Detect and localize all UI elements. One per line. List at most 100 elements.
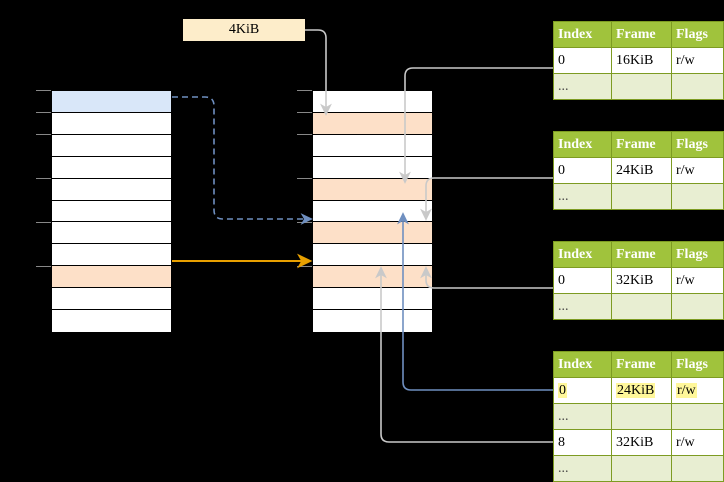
frame-table-header-frame: Frame xyxy=(611,241,672,268)
tick-mark xyxy=(297,90,312,91)
page-directory-entry-row[interactable] xyxy=(52,178,171,201)
frame-table-cell: 16KiB xyxy=(611,47,672,74)
frame-table-cell: ... xyxy=(553,73,612,100)
tick-mark xyxy=(36,134,51,135)
frame-table-cell xyxy=(671,403,724,430)
frame-table-header-index: Index xyxy=(553,241,612,268)
frame-table-header-flags: Flags xyxy=(671,21,724,48)
page-directory-entry-row[interactable] xyxy=(52,244,171,267)
frame-table-cell xyxy=(611,73,672,100)
frame-table-cell: 24KiB xyxy=(611,157,672,184)
size-label-4kib: 4KiB xyxy=(183,19,305,41)
page-table-entry-row[interactable] xyxy=(313,310,432,332)
frame-table-cell xyxy=(611,293,672,320)
wire-table3-to-pagetable xyxy=(420,266,553,289)
page-table-entry-row[interactable] xyxy=(313,288,432,311)
page-table-entry-row[interactable] xyxy=(313,112,432,135)
frame-table-header-frame: Frame xyxy=(611,351,672,378)
page-table-entry-row[interactable] xyxy=(313,178,432,201)
tick-mark xyxy=(297,222,312,223)
frame-table-row[interactable]: 0 24KiB r/w xyxy=(553,377,724,404)
frame-table-header-index: Index xyxy=(553,131,612,158)
page-directory-entry-row[interactable] xyxy=(52,200,171,223)
frame-table-header-frame: Frame xyxy=(611,21,672,48)
tick-mark xyxy=(36,90,51,91)
page-table-entry-row[interactable] xyxy=(313,200,432,223)
frame-table-cell xyxy=(671,183,724,210)
tick-mark xyxy=(36,266,51,267)
frame-table-cell: 32KiB xyxy=(611,267,672,294)
frame-table-cell: ... xyxy=(553,183,612,210)
frame-table-cell xyxy=(671,293,724,320)
page-table-column xyxy=(312,90,433,333)
page-directory-entry-row[interactable] xyxy=(52,134,171,157)
tick-mark xyxy=(36,178,51,179)
page-table-entry-row[interactable] xyxy=(313,244,432,267)
page-directory-entry-row[interactable] xyxy=(52,91,171,113)
frame-table-cell xyxy=(671,73,724,100)
page-table-entry-row[interactable] xyxy=(313,91,432,113)
page-table-entry-row[interactable] xyxy=(313,266,432,289)
tick-mark xyxy=(297,134,312,135)
page-directory-entry-row[interactable] xyxy=(52,156,171,179)
page-directory-entry-row[interactable] xyxy=(52,288,171,311)
frame-table-header-frame: Frame xyxy=(611,131,672,158)
frame-table-cell: ... xyxy=(553,293,612,320)
page-directory-entry-row[interactable] xyxy=(52,310,171,332)
page-table-entry-row[interactable] xyxy=(313,222,432,245)
tick-mark xyxy=(297,112,312,113)
highlighted-value: 0 xyxy=(558,382,567,398)
frame-table-cell: ... xyxy=(553,455,612,482)
frame-table-ellipsis-row[interactable]: ... xyxy=(553,455,724,482)
highlighted-value: 24KiB xyxy=(616,382,656,398)
frame-table-cell: 32KiB xyxy=(611,429,672,456)
page-directory-column xyxy=(51,90,172,333)
frame-table-cell: 0 xyxy=(553,377,612,404)
frame-table-header-flags: Flags xyxy=(671,131,724,158)
page-directory-entry-row[interactable] xyxy=(52,266,171,289)
wire-table2-to-pagetable xyxy=(420,177,553,221)
frame-table-cell: 8 xyxy=(553,429,612,456)
highlighted-value: r/w xyxy=(676,382,697,398)
frame-table-cell: r/w xyxy=(671,267,724,294)
frame-table-cell: ... xyxy=(553,403,612,430)
frame-table-cell: r/w xyxy=(671,429,724,456)
frame-table-cell: r/w xyxy=(671,157,724,184)
tick-mark xyxy=(36,222,51,223)
frame-table-cell xyxy=(611,183,672,210)
frame-table-header-index: Index xyxy=(553,21,612,48)
frame-table-cell: 0 xyxy=(553,157,612,184)
wire-dir-to-pagetable-dashed xyxy=(172,96,313,225)
tick-mark xyxy=(297,178,312,179)
frame-table-cell: 0 xyxy=(553,267,612,294)
size-label-text: 4KiB xyxy=(228,22,260,37)
frame-table-ellipsis-row[interactable]: ... xyxy=(553,403,724,430)
frame-table-ellipsis-row[interactable]: ... xyxy=(553,183,724,210)
frame-table-cell xyxy=(611,403,672,430)
page-directory-entry-row[interactable] xyxy=(52,112,171,135)
tick-mark xyxy=(36,112,51,113)
page-table-entry-row[interactable] xyxy=(313,156,432,179)
frame-table-cell: 0 xyxy=(553,47,612,74)
frame-table-cell: r/w xyxy=(671,377,724,404)
frame-table-ellipsis-row[interactable]: ... xyxy=(553,73,724,100)
page-table-entry-row[interactable] xyxy=(313,134,432,157)
tick-mark xyxy=(297,266,312,267)
frame-table-cell xyxy=(611,455,672,482)
frame-table-cell: r/w xyxy=(671,47,724,74)
frame-table-ellipsis-row[interactable]: ... xyxy=(553,293,724,320)
frame-table-header-index: Index xyxy=(553,351,612,378)
page-directory-entry-row[interactable] xyxy=(52,222,171,245)
frame-table-cell: 24KiB xyxy=(611,377,672,404)
frame-table-header-flags: Flags xyxy=(671,241,724,268)
frame-table-header-flags: Flags xyxy=(671,351,724,378)
